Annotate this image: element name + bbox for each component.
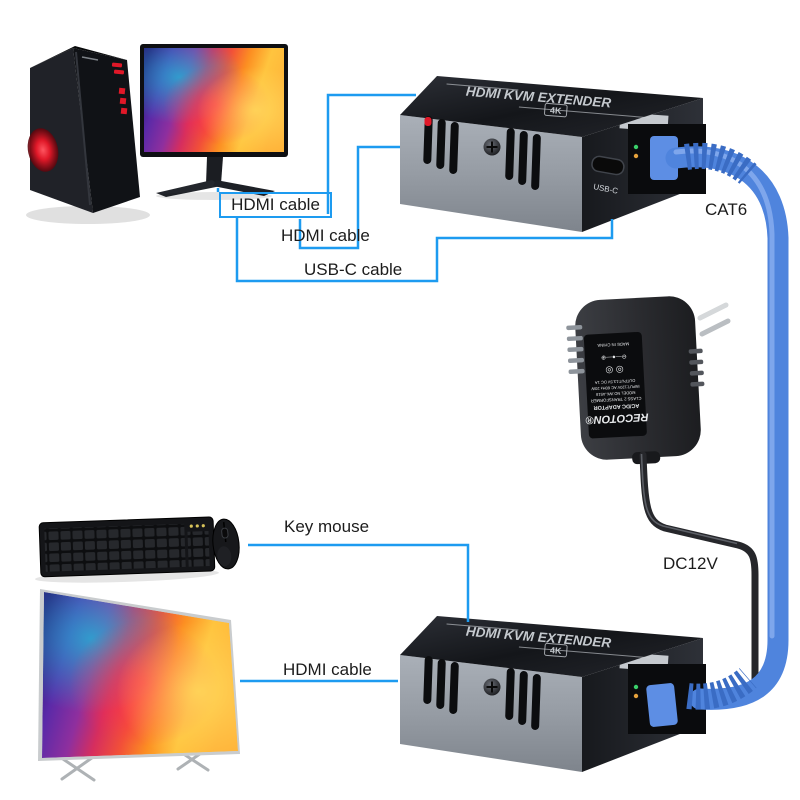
label-hdmi-cable-tv: HDMI cable — [283, 660, 372, 679]
adapter-prong — [699, 318, 731, 337]
adapter-prong — [697, 302, 729, 321]
receiver-4k-badge: 4K — [550, 645, 563, 656]
label-hdmi-cable-monitor: HDMI cable — [219, 192, 332, 218]
usbc-port — [591, 155, 625, 176]
label-cat6: CAT6 — [705, 200, 748, 219]
line-hdmi-pc — [298, 145, 400, 250]
svg-text:◎ ◎: ◎ ◎ — [605, 365, 624, 376]
adapter-ridges-left — [566, 324, 585, 375]
adapter-label-text: RECOTON® AC/DC ADAPTOR CLASS 2 TRANSFORM… — [584, 341, 648, 426]
svg-text:⊖—●—⊕: ⊖—●—⊕ — [601, 353, 627, 360]
transmitter-vents — [423, 116, 541, 190]
svg-text:OUTPUT:13.5V DC 1A: OUTPUT:13.5V DC 1A — [595, 378, 636, 385]
power-adapter: RECOTON® AC/DC ADAPTOR CLASS 2 TRANSFORM… — [566, 296, 731, 465]
svg-text:CLASS 2 TRANSFORMER: CLASS 2 TRANSFORMER — [591, 396, 642, 404]
svg-text:RECOTON®: RECOTON® — [584, 411, 648, 426]
svg-text:AC/DC ADAPTOR: AC/DC ADAPTOR — [593, 402, 639, 410]
transmitter-4k-badge: 4K — [550, 105, 563, 116]
line-hdmi-monitor — [326, 93, 416, 214]
mouse — [212, 518, 240, 570]
label-key-mouse: Key mouse — [284, 517, 370, 536]
svg-text:MODEL NO.WK-A518: MODEL NO.WK-A518 — [595, 390, 635, 397]
label-usbc-cable: USB-C cable — [304, 260, 403, 279]
connector-lines — [216, 93, 614, 683]
mouse-wheel — [221, 527, 229, 539]
tv — [38, 589, 240, 782]
monitor-stand-neck — [206, 157, 223, 184]
rj45-plug-bottom — [646, 683, 678, 727]
cat6-cable — [646, 136, 789, 727]
tv-wallpaper — [42, 592, 238, 758]
line-key-mouse — [248, 543, 470, 622]
label-dc12v: DC12V — [663, 554, 718, 573]
adapter-ridges-right — [688, 348, 705, 387]
svg-text:INPUT:120V AC 60Hz 20W: INPUT:120V AC 60Hz 20W — [591, 384, 640, 392]
pc-monitor — [140, 44, 288, 200]
pc-tower — [26, 46, 150, 224]
adapter-label — [583, 331, 647, 439]
receiver-vents — [423, 656, 541, 730]
cable-boot-bottom — [686, 667, 757, 710]
keyboard — [35, 516, 219, 583]
line-usbc — [235, 217, 614, 283]
monitor-wallpaper — [144, 48, 284, 152]
transmitter-box: HDMI KVM EXTENDER 4K USB-C — [400, 76, 706, 232]
svg-text:MADE IN CHINA: MADE IN CHINA — [597, 341, 629, 348]
transmitter-led — [424, 117, 432, 126]
tower-fan-glow — [27, 128, 59, 172]
label-hdmi-cable-pc: HDMI cable — [281, 226, 370, 245]
rj45-plug-top — [650, 136, 678, 180]
cable-boot-top — [684, 142, 757, 185]
